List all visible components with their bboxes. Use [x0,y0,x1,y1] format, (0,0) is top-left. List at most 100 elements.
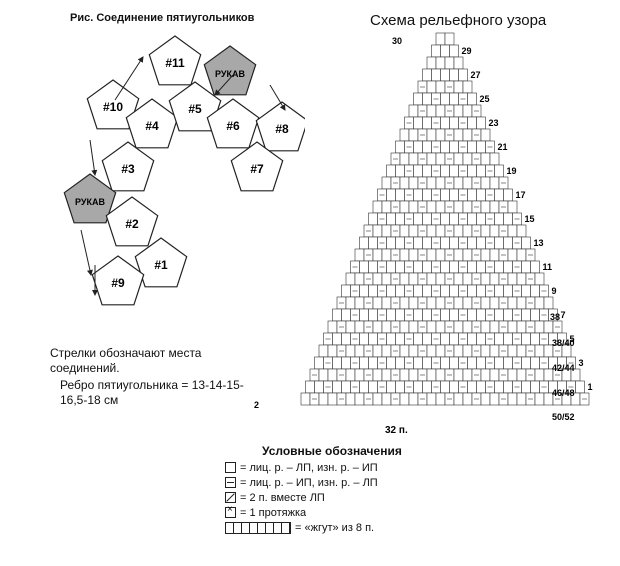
chart-cell [431,68,441,82]
chart-cell [431,44,441,58]
chart-cell [503,260,513,274]
chart-cell [521,308,531,322]
row-number: 23 [489,118,499,128]
chart-cell [507,224,518,238]
pentagon [255,101,305,152]
chart-cell [395,188,405,202]
chart-cell [327,392,338,406]
row-number: 7 [561,310,566,320]
chart-cell [467,332,477,346]
chart-cell [422,332,432,346]
chart-cell [372,368,383,382]
chart-cell [530,380,540,394]
chart-cell [435,344,446,358]
chart-cell [386,332,396,346]
chart-cell [507,296,518,310]
chart-cell [368,356,378,370]
chart-cell [449,308,459,322]
chart-cell [449,92,459,106]
chart-cell [354,248,365,262]
chart-cell [408,320,419,334]
chart-cell [413,212,423,226]
chart-cell [480,128,491,142]
chart-cell [440,308,450,322]
chart-cell [444,56,455,70]
row-number: 2 [254,400,259,410]
chart-cell [480,200,491,214]
row-number: 19 [507,166,517,176]
chart-cell [435,152,446,166]
chart-cell [345,272,356,286]
chart-cell [395,380,405,394]
chart-cell [453,104,464,118]
chart-cell [440,44,450,58]
chart-cell [444,32,455,46]
chart-cell [413,236,423,250]
pentagon [101,141,155,192]
chart-cell [386,188,396,202]
chart-cell [480,320,491,334]
chart-cell [426,248,437,262]
chart-cell [440,68,450,82]
chart-cell [413,140,423,154]
chart-cell [381,200,392,214]
chart-cell [503,380,513,394]
chart-cell [530,332,540,346]
chart-cell [503,332,513,346]
chart-cell [435,224,446,238]
chart-cell [332,380,342,394]
chart-cell [507,272,518,286]
chart-cell [332,356,342,370]
chart-cell [435,296,446,310]
row-number: 9 [552,286,557,296]
chart-cell [341,332,351,346]
chart-cell [494,212,504,226]
chart-cell [399,224,410,238]
chart-cell [462,176,473,190]
chart-cell [368,332,378,346]
pentagon-label: #1 [154,258,168,272]
chart-cell [521,236,531,250]
chart-cell [327,320,338,334]
chart-cell [462,128,473,142]
chart-cell [426,176,437,190]
chart-cell [413,356,423,370]
chart-cell [359,356,369,370]
chart-cell [462,272,473,286]
pentagon [230,141,284,192]
chart-cell [332,308,342,322]
chart-cell [467,380,477,394]
chart-cell [381,320,392,334]
chart-cell [575,380,585,394]
chart-cell [440,332,450,346]
chart-cell [395,308,405,322]
chart-cell [413,260,423,274]
chart-cell [314,380,324,394]
chart-cell [449,236,459,250]
chart-cell [449,212,459,226]
dash-cell-icon [225,477,236,488]
chart-cell [386,356,396,370]
chart-cell [521,260,531,274]
chart-cell [395,356,405,370]
chart-cell [480,248,491,262]
size-label: 38 [550,312,560,322]
chart-cell [426,152,437,166]
chart-cell [327,344,338,358]
chart-cell [476,212,486,226]
chart-cell [435,320,446,334]
chart-cell [368,236,378,250]
chart-cell [462,320,473,334]
chart-cell [318,368,329,382]
chart-cell [354,368,365,382]
chart-cell [318,344,329,358]
chart-cell [489,368,500,382]
chart-cell [359,380,369,394]
chart-cell [408,296,419,310]
chart-cell [395,140,405,154]
pentagon-label: #5 [188,102,202,116]
chart-cell [341,284,351,298]
chart-cell [507,200,518,214]
